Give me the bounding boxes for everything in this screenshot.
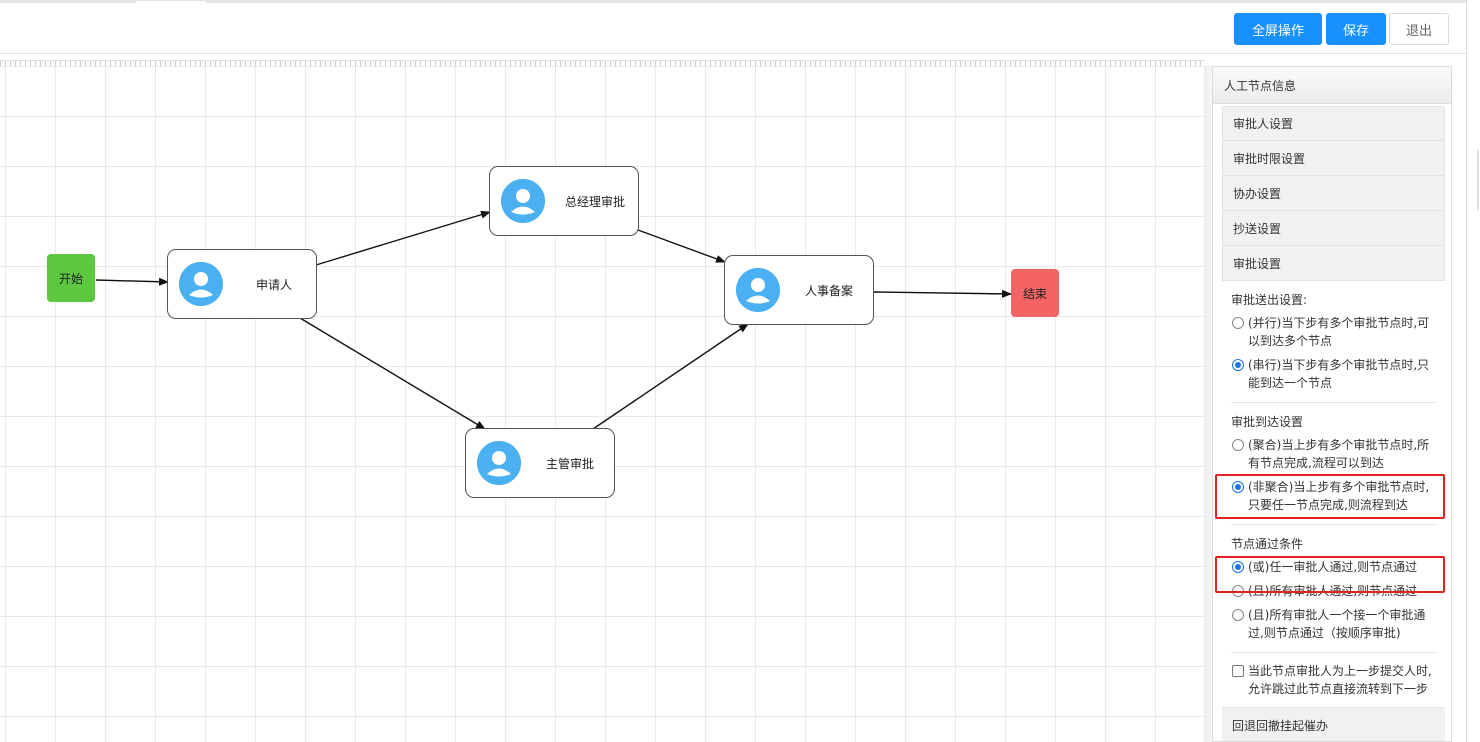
top-toolbar: 全屏操作 保存 退出 (0, 0, 1466, 54)
end-node[interactable]: 结束 (1011, 269, 1059, 317)
radio-option-parallel[interactable]: (并行)当下步有多个审批节点时,可以到达多个节点 (1231, 311, 1437, 353)
end-node-label: 结束 (1022, 286, 1047, 301)
user-avatar-icon (179, 262, 223, 306)
radio-button[interactable] (1232, 609, 1244, 621)
panel-title: 人工节点信息 (1213, 67, 1451, 104)
option-label: (串行)当下步有多个审批节点时,只能到达一个节点 (1248, 358, 1430, 390)
node-properties-panel: 人工节点信息 审批人设置 审批时限设置 协办设置 抄送设置 审批设置 审批送出设… (1212, 66, 1452, 742)
task-node-gm-approval[interactable]: 总经理审批 (489, 166, 639, 236)
section-cc-settings[interactable]: 抄送设置 (1222, 211, 1445, 246)
canvas-edge-shadow (1204, 66, 1212, 742)
radio-button[interactable] (1232, 317, 1244, 329)
pass-conditions-title: 节点通过条件 (1231, 537, 1304, 551)
option-label: (或)任一审批人通过,则节点通过 (1248, 560, 1418, 574)
tab-strip-right (206, 1, 1466, 3)
checkbox-label: 当此节点审批人为上一步提交人时,允许跳过此节点直接流转到下一步 (1248, 664, 1432, 696)
start-node-label: 开始 (58, 271, 83, 286)
divider (1231, 652, 1437, 653)
tab-strip-left (0, 1, 136, 3)
scrollbar-thumb[interactable] (1477, 150, 1479, 210)
user-avatar-icon (501, 179, 545, 223)
task-node-hr-record[interactable]: 人事备案 (724, 255, 874, 325)
option-label: (且)所有审批人通过,则节点通过 (1248, 584, 1418, 598)
radio-option-any-approver[interactable]: (或)任一审批人通过,则节点通过 (1231, 555, 1437, 579)
fullscreen-button[interactable]: 全屏操作 (1234, 13, 1322, 45)
radio-option-serial[interactable]: (串行)当下步有多个审批节点时,只能到达一个节点 (1231, 353, 1437, 395)
user-avatar-icon (736, 268, 780, 312)
radio-button[interactable] (1232, 585, 1244, 597)
send-settings-title: 审批送出设置: (1231, 293, 1308, 307)
start-node[interactable]: 开始 (47, 254, 95, 302)
radio-option-all-approvers[interactable]: (且)所有审批人通过,则节点通过 (1231, 579, 1437, 603)
save-button[interactable]: 保存 (1326, 13, 1386, 45)
option-label: (并行)当下步有多个审批节点时,可以到达多个节点 (1248, 316, 1430, 348)
section-approver-settings[interactable]: 审批人设置 (1222, 106, 1445, 141)
checkbox[interactable] (1232, 665, 1244, 677)
section-rollback-settings[interactable]: 回退回撤挂起催办 (1222, 707, 1445, 741)
task-node-supervisor-approval[interactable]: 主管审批 (465, 428, 615, 498)
section-assist-settings[interactable]: 协办设置 (1222, 176, 1445, 211)
exit-button[interactable]: 退出 (1389, 13, 1449, 45)
option-label: (非聚合)当上步有多个审批节点时,只要任一节点完成,则流程到达 (1248, 480, 1430, 512)
arrive-settings-title: 审批到达设置 (1231, 415, 1304, 429)
radio-button[interactable] (1232, 439, 1244, 451)
task-node-label: 申请人 (256, 277, 293, 292)
option-label: (且)所有审批人一个接一个审批通过,则节点通过（按顺序审批) (1248, 608, 1426, 640)
radio-button-selected[interactable] (1232, 359, 1244, 371)
task-node-applicant[interactable]: 申请人 (167, 249, 317, 319)
task-node-label: 人事备案 (805, 283, 854, 298)
user-avatar-icon (477, 441, 521, 485)
divider (1231, 402, 1437, 403)
section-time-limit-settings[interactable]: 审批时限设置 (1222, 141, 1445, 176)
panel-body: 审批人设置 审批时限设置 协办设置 抄送设置 审批设置 审批送出设置: (并行)… (1222, 106, 1445, 701)
radio-option-non-aggregate[interactable]: (非聚合)当上步有多个审批节点时,只要任一节点完成,则流程到达 (1231, 475, 1437, 517)
task-node-label: 总经理审批 (565, 194, 626, 209)
section-approval-settings[interactable]: 审批设置 (1222, 246, 1445, 281)
task-node-label: 主管审批 (546, 456, 595, 471)
canvas-ruler (0, 60, 1204, 68)
window-scrollbar[interactable] (1466, 0, 1480, 742)
option-label: (聚合)当上步有多个审批节点时,所有节点完成,流程可以到达 (1248, 438, 1430, 470)
divider (1231, 524, 1437, 525)
radio-button-selected[interactable] (1232, 481, 1244, 493)
send-settings-group: 审批送出设置: (并行)当下步有多个审批节点时,可以到达多个节点 (串行)当下步… (1222, 281, 1445, 701)
checkbox-skip-node[interactable]: 当此节点审批人为上一步提交人时,允许跳过此节点直接流转到下一步 (1231, 659, 1437, 701)
radio-option-aggregate[interactable]: (聚合)当上步有多个审批节点时,所有节点完成,流程可以到达 (1231, 433, 1437, 475)
radio-button-selected[interactable] (1232, 561, 1244, 573)
radio-option-sequential-approvers[interactable]: (且)所有审批人一个接一个审批通过,则节点通过（按顺序审批) (1231, 603, 1437, 645)
